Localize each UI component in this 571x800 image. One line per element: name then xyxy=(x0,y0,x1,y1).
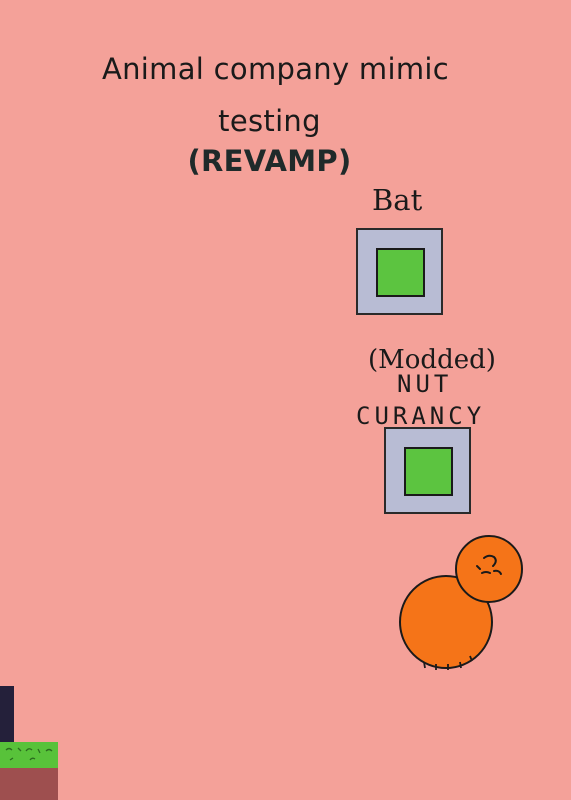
dark-bar xyxy=(0,686,14,742)
green-square-icon xyxy=(404,447,453,496)
title-line-2: testing xyxy=(218,104,321,138)
modded-label: (Modded) xyxy=(368,345,496,375)
nut-label: NUT xyxy=(397,370,453,398)
title-revamp: (REVAMP) xyxy=(187,144,352,178)
curancy-label: CURANCY xyxy=(356,402,486,430)
mimic-head xyxy=(455,535,523,603)
mimic-feet xyxy=(423,655,473,670)
bat-label: Bat xyxy=(372,183,423,217)
mimic-face-icon xyxy=(476,554,502,575)
mimic-body xyxy=(399,575,493,669)
grass-block-icon xyxy=(0,742,58,800)
title-line-1: Animal company mimic xyxy=(101,52,449,86)
nut-curancy-item-slot[interactable] xyxy=(384,427,471,514)
bat-item-slot[interactable] xyxy=(356,228,443,315)
green-square-icon xyxy=(376,248,425,297)
